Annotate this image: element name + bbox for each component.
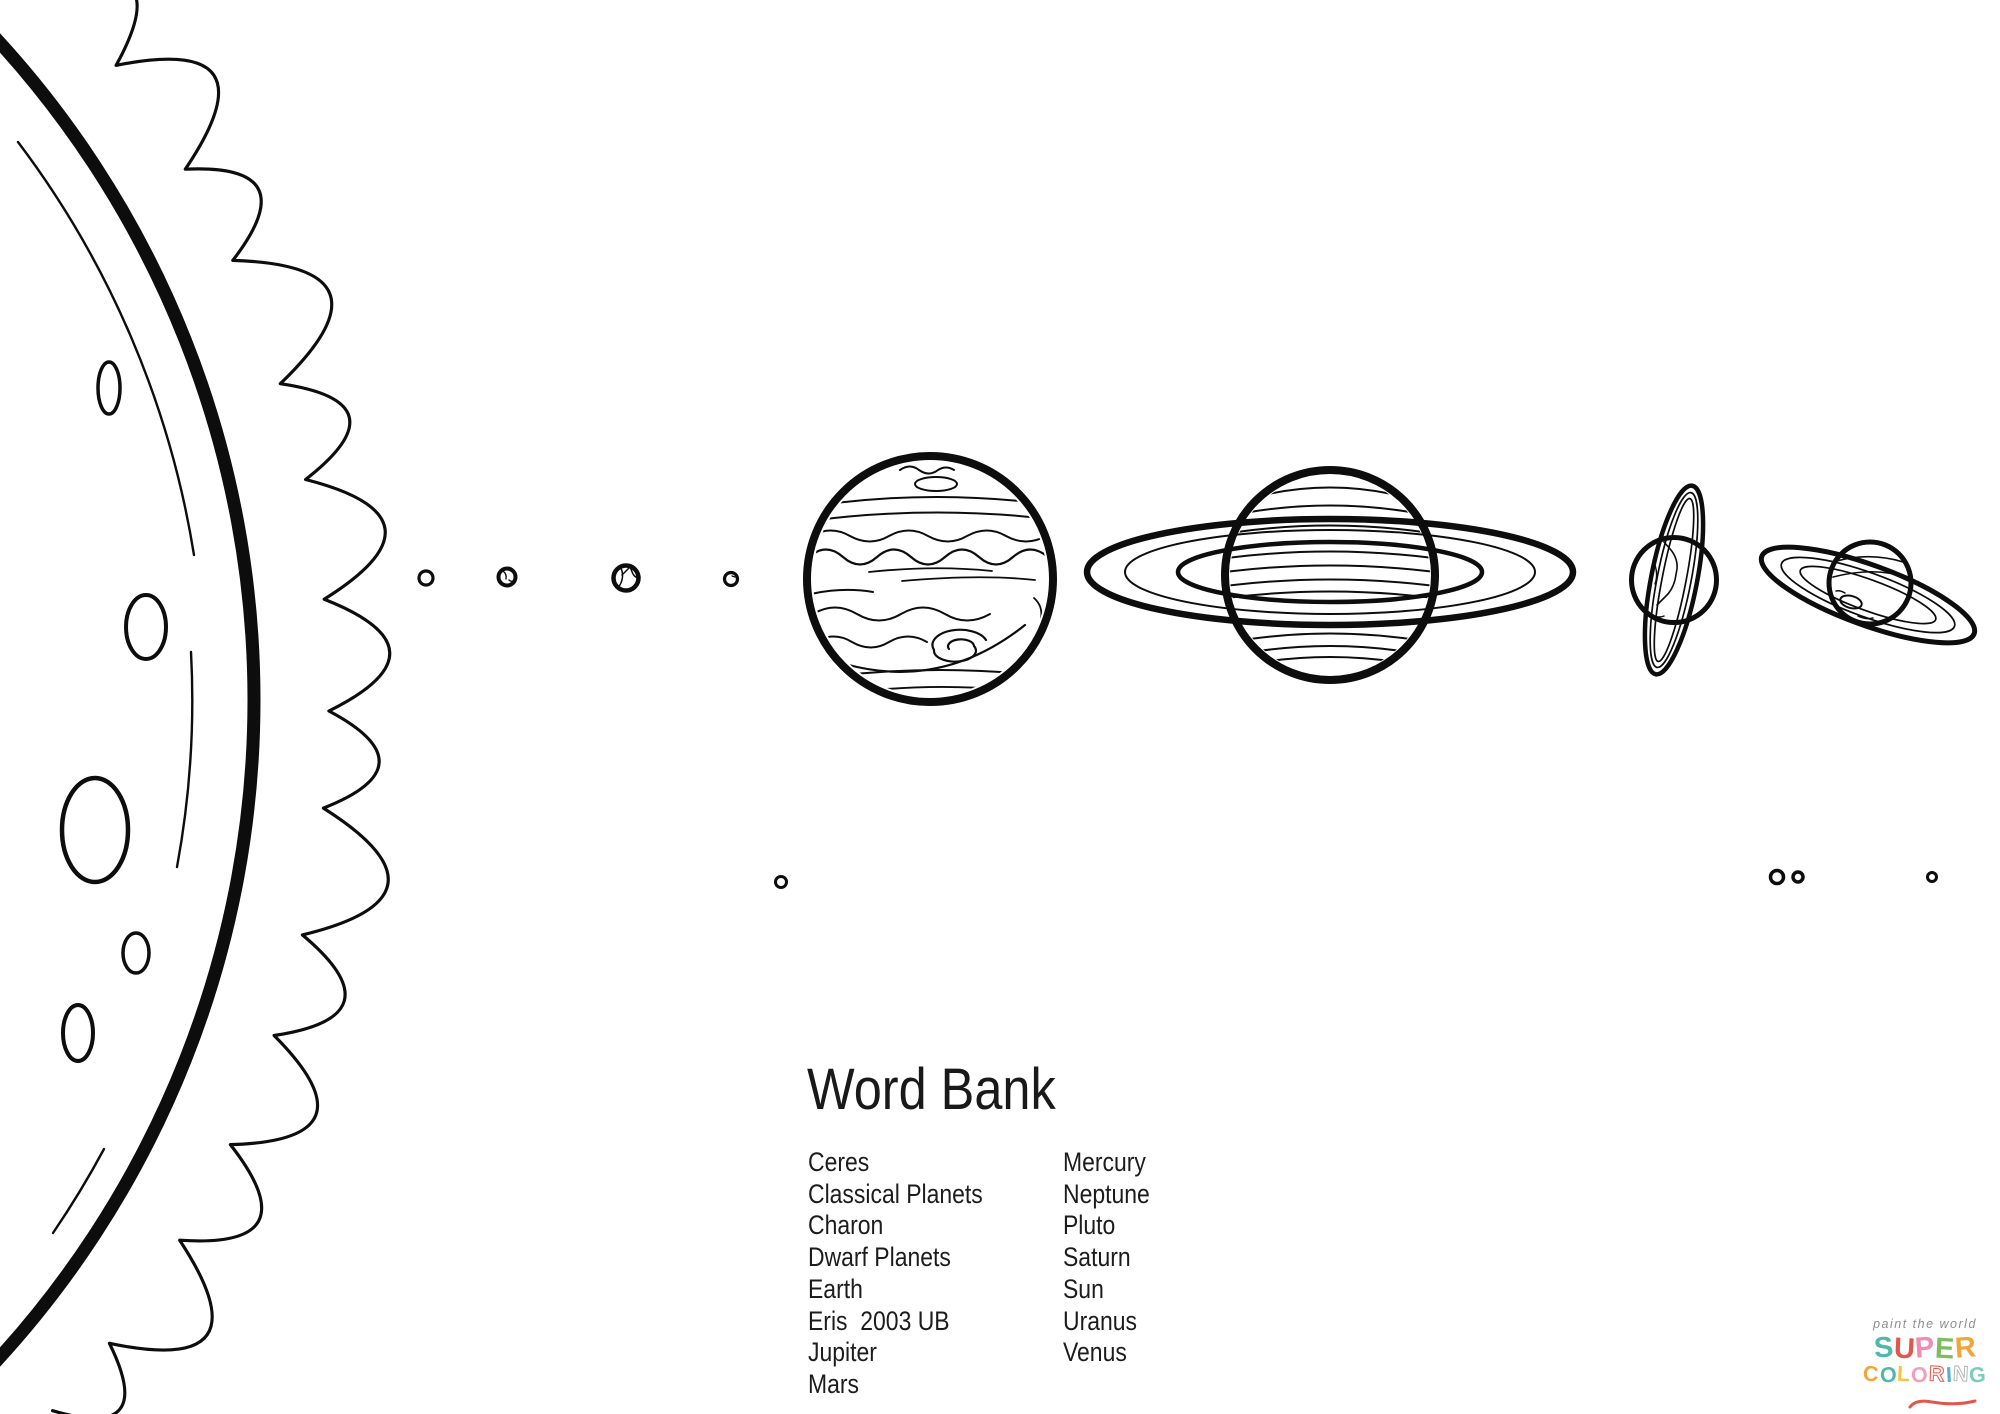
ceres-icon	[774, 875, 788, 889]
word-bank-word: Classical Planets	[808, 1178, 983, 1209]
word-bank-column-2: Mercury Neptune Pluto Saturn Sun Uranus …	[1063, 1147, 1150, 1369]
logo-letter: C	[1862, 1361, 1881, 1386]
sunspot	[96, 360, 122, 416]
word-bank-word: Mars	[808, 1368, 859, 1399]
word-bank-word: Neptune	[1063, 1178, 1150, 1209]
saturn-bands	[1230, 486, 1430, 663]
jupiter-bands	[813, 465, 1047, 693]
word-bank-word: Saturn	[1063, 1242, 1131, 1273]
sun-disk-edge	[0, 33, 261, 1367]
word-bank-word: Dwarf Planets	[808, 1242, 951, 1273]
logo-letter: O	[1878, 1362, 1898, 1387]
mars-icon	[722, 570, 740, 588]
logo-letter: S	[1872, 1330, 1895, 1365]
logo-letter: R	[1928, 1361, 1947, 1387]
word-bank-column-1: Ceres Classical Planets Charon Dwarf Pla…	[808, 1147, 983, 1401]
jupiter-red-spot	[931, 628, 988, 663]
sun-flame-border	[51, 0, 392, 1414]
eris-icon	[1926, 871, 1938, 883]
logo-letter: P	[1913, 1330, 1936, 1365]
venus-icon	[496, 566, 518, 588]
logo-red-swoosh-icon	[1908, 1399, 1977, 1409]
uranus-icon	[1629, 483, 1719, 677]
sun-inner-arc	[175, 650, 194, 869]
sunspot	[124, 593, 168, 661]
word-bank-word: Pluto	[1063, 1210, 1116, 1241]
sun-icon	[0, 0, 392, 1414]
neptune-dark-spot	[1839, 594, 1863, 610]
charon-icon	[1791, 870, 1805, 884]
logo-word-coloring: COLORING	[1850, 1361, 2000, 1387]
pluto-icon	[1768, 868, 1786, 886]
logo-letter: N	[1952, 1361, 1971, 1387]
word-bank-word: Mercury	[1063, 1147, 1146, 1177]
neptune-icon	[1758, 539, 1978, 646]
word-bank-word: Charon	[808, 1210, 884, 1241]
sun-inner-arc	[51, 1147, 106, 1235]
sun-inner-arc	[16, 140, 196, 557]
neptune-rings	[1758, 544, 1978, 646]
saturn-icon	[1083, 466, 1577, 684]
word-bank-word: Venus	[1063, 1337, 1127, 1368]
word-bank-word: Sun	[1063, 1273, 1104, 1304]
word-bank-word: Earth	[808, 1273, 863, 1304]
word-bank-word: Jupiter	[808, 1337, 877, 1368]
word-bank-word: Uranus	[1063, 1305, 1137, 1336]
logo-letter: O	[1910, 1362, 1930, 1387]
logo-letter: G	[1968, 1362, 1988, 1387]
logo-word-super: SUPER	[1850, 1330, 2000, 1366]
logo-letter: U	[1892, 1331, 1916, 1366]
word-bank-title: Word Bank	[807, 1057, 1056, 1122]
mercury-icon	[417, 569, 435, 587]
jupiter-icon	[803, 452, 1057, 706]
word-bank-word: Ceres	[808, 1147, 870, 1177]
uranus-rings	[1642, 483, 1706, 677]
sunspot	[121, 931, 151, 975]
logo-letter: R	[1953, 1330, 1978, 1365]
logo-tagline: paint the world	[1873, 1317, 1977, 1331]
logo-letter: E	[1934, 1332, 1956, 1365]
sunspot	[61, 1003, 95, 1063]
saturn-rings	[1083, 515, 1577, 629]
earth-icon	[611, 563, 641, 593]
supercoloring-logo: paint the world SUPER COLORING	[1850, 1317, 2000, 1409]
word-bank-word: Eris 2003 UB	[808, 1305, 950, 1336]
sunspot	[59, 775, 131, 885]
